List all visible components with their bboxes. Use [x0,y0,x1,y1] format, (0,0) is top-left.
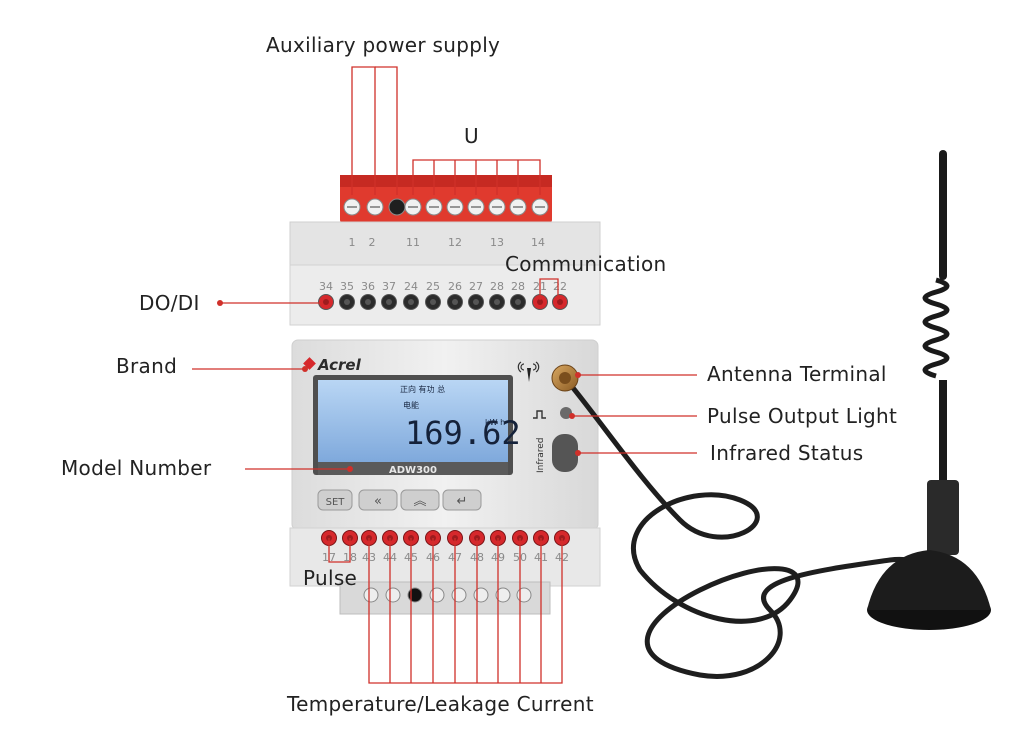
top-terminal-number: 2 [369,236,376,249]
top-terminal-number: 11 [406,236,420,249]
top-screw [446,198,464,216]
dodi-label: DO/DI [139,291,200,315]
model-name: ADW300 [389,465,437,476]
up-button[interactable]: ︽ [400,489,440,511]
bottom-block-screw [516,587,532,603]
pulse-icon [533,410,546,419]
top-screw [404,198,422,216]
voltage-label: U [464,124,479,148]
middle-terminal-screw [447,294,463,310]
bottom-block-screw [407,587,423,603]
top-terminal-block [340,175,552,223]
bottom-block-screw [451,587,467,603]
model-number-label: Model Number [61,456,212,480]
up-button-label: ︽ [413,494,426,509]
middle-terminal-number: 22 [553,280,567,293]
lcd-sub-text: 电能 [403,400,419,410]
pulse-label: Pulse [303,566,358,590]
middle-terminal-number: 28 [490,280,504,293]
middle-terminal-screw [510,294,526,310]
middle-terminal-screw [468,294,484,310]
brand-label: Brand [116,354,178,378]
middle-terminal-screw [403,294,419,310]
pulse-output-light-label: Pulse Output Light [707,404,898,428]
top-screw [488,198,506,216]
middle-terminal-screw [489,294,505,310]
communication-label: Communication [505,252,667,276]
middle-terminal-number: 27 [469,280,483,293]
brand-name: Acrel [317,356,362,374]
set-button-label: SET [326,497,346,508]
top-terminal-number: 1 [349,236,356,249]
top-terminal-number: 14 [531,236,545,249]
middle-terminal-number: 28 [511,280,525,293]
middle-terminal-row [318,294,568,310]
antenna-terminal-connector [551,364,579,392]
infrared-window [552,434,578,472]
middle-terminal-number: 26 [448,280,462,293]
antenna-cable [562,375,938,679]
middle-terminal-screw [381,294,397,310]
left-button[interactable]: « [358,489,398,511]
bottom-block-screw [429,587,445,603]
enter-button[interactable]: ↵ [442,489,482,511]
bottom-block-screw [473,587,489,603]
top-screw [366,198,384,216]
middle-terminal-number: 35 [340,280,354,293]
pulse-leader [328,538,351,563]
temp-leakage-label: Temperature/Leakage Current [287,692,594,716]
wireless-icon [517,361,540,382]
lcd-top-text: 正向 有功 总 [400,384,445,394]
middle-terminal-screw [425,294,441,310]
middle-terminal-number: 25 [426,280,440,293]
top-screw [388,198,406,216]
middle-terminal-number: 34 [319,280,333,293]
front-buttons: SET « ︽ ↵ [317,489,482,511]
middle-terminal-screw [318,294,334,310]
lcd-unit: kW h [485,418,505,427]
leader-lines [192,66,697,684]
top-screw [467,198,485,216]
bottom-block-screw [495,587,511,603]
top-screw [509,198,527,216]
enter-button-label: ↵ [457,494,468,509]
top-terminal-number: 12 [448,236,462,249]
aux-power-label: Auxiliary power supply [266,33,501,57]
lcd-display: 正向 有功 总 电能 169.62 kW h ADW300 [313,375,521,476]
set-button[interactable]: SET [317,489,353,511]
top-screw [425,198,443,216]
middle-terminal-number: 37 [382,280,396,293]
infrared-text: Infrared [536,438,546,474]
top-screw [343,198,361,216]
bottom-block-screw [363,587,379,603]
communication-leader [539,278,559,300]
magnetic-antenna [867,150,991,630]
middle-terminal-screw [339,294,355,310]
middle-terminal-screw [552,294,568,310]
temp-leak-leader [368,538,563,684]
top-terminal-number: 13 [490,236,504,249]
middle-terminal-screw [360,294,376,310]
top-screw [531,198,549,216]
middle-terminal-number: 36 [361,280,375,293]
infrared-status-label: Infrared Status [710,441,864,465]
leader-dots [217,300,581,472]
antenna-terminal-label: Antenna Terminal [707,362,887,386]
left-button-label: « [374,494,382,509]
lcd-reading: 169.62 [405,414,521,452]
aux-power-leader [351,66,376,195]
bottom-block-screw [385,587,401,603]
middle-terminal-number: 24 [404,280,418,293]
